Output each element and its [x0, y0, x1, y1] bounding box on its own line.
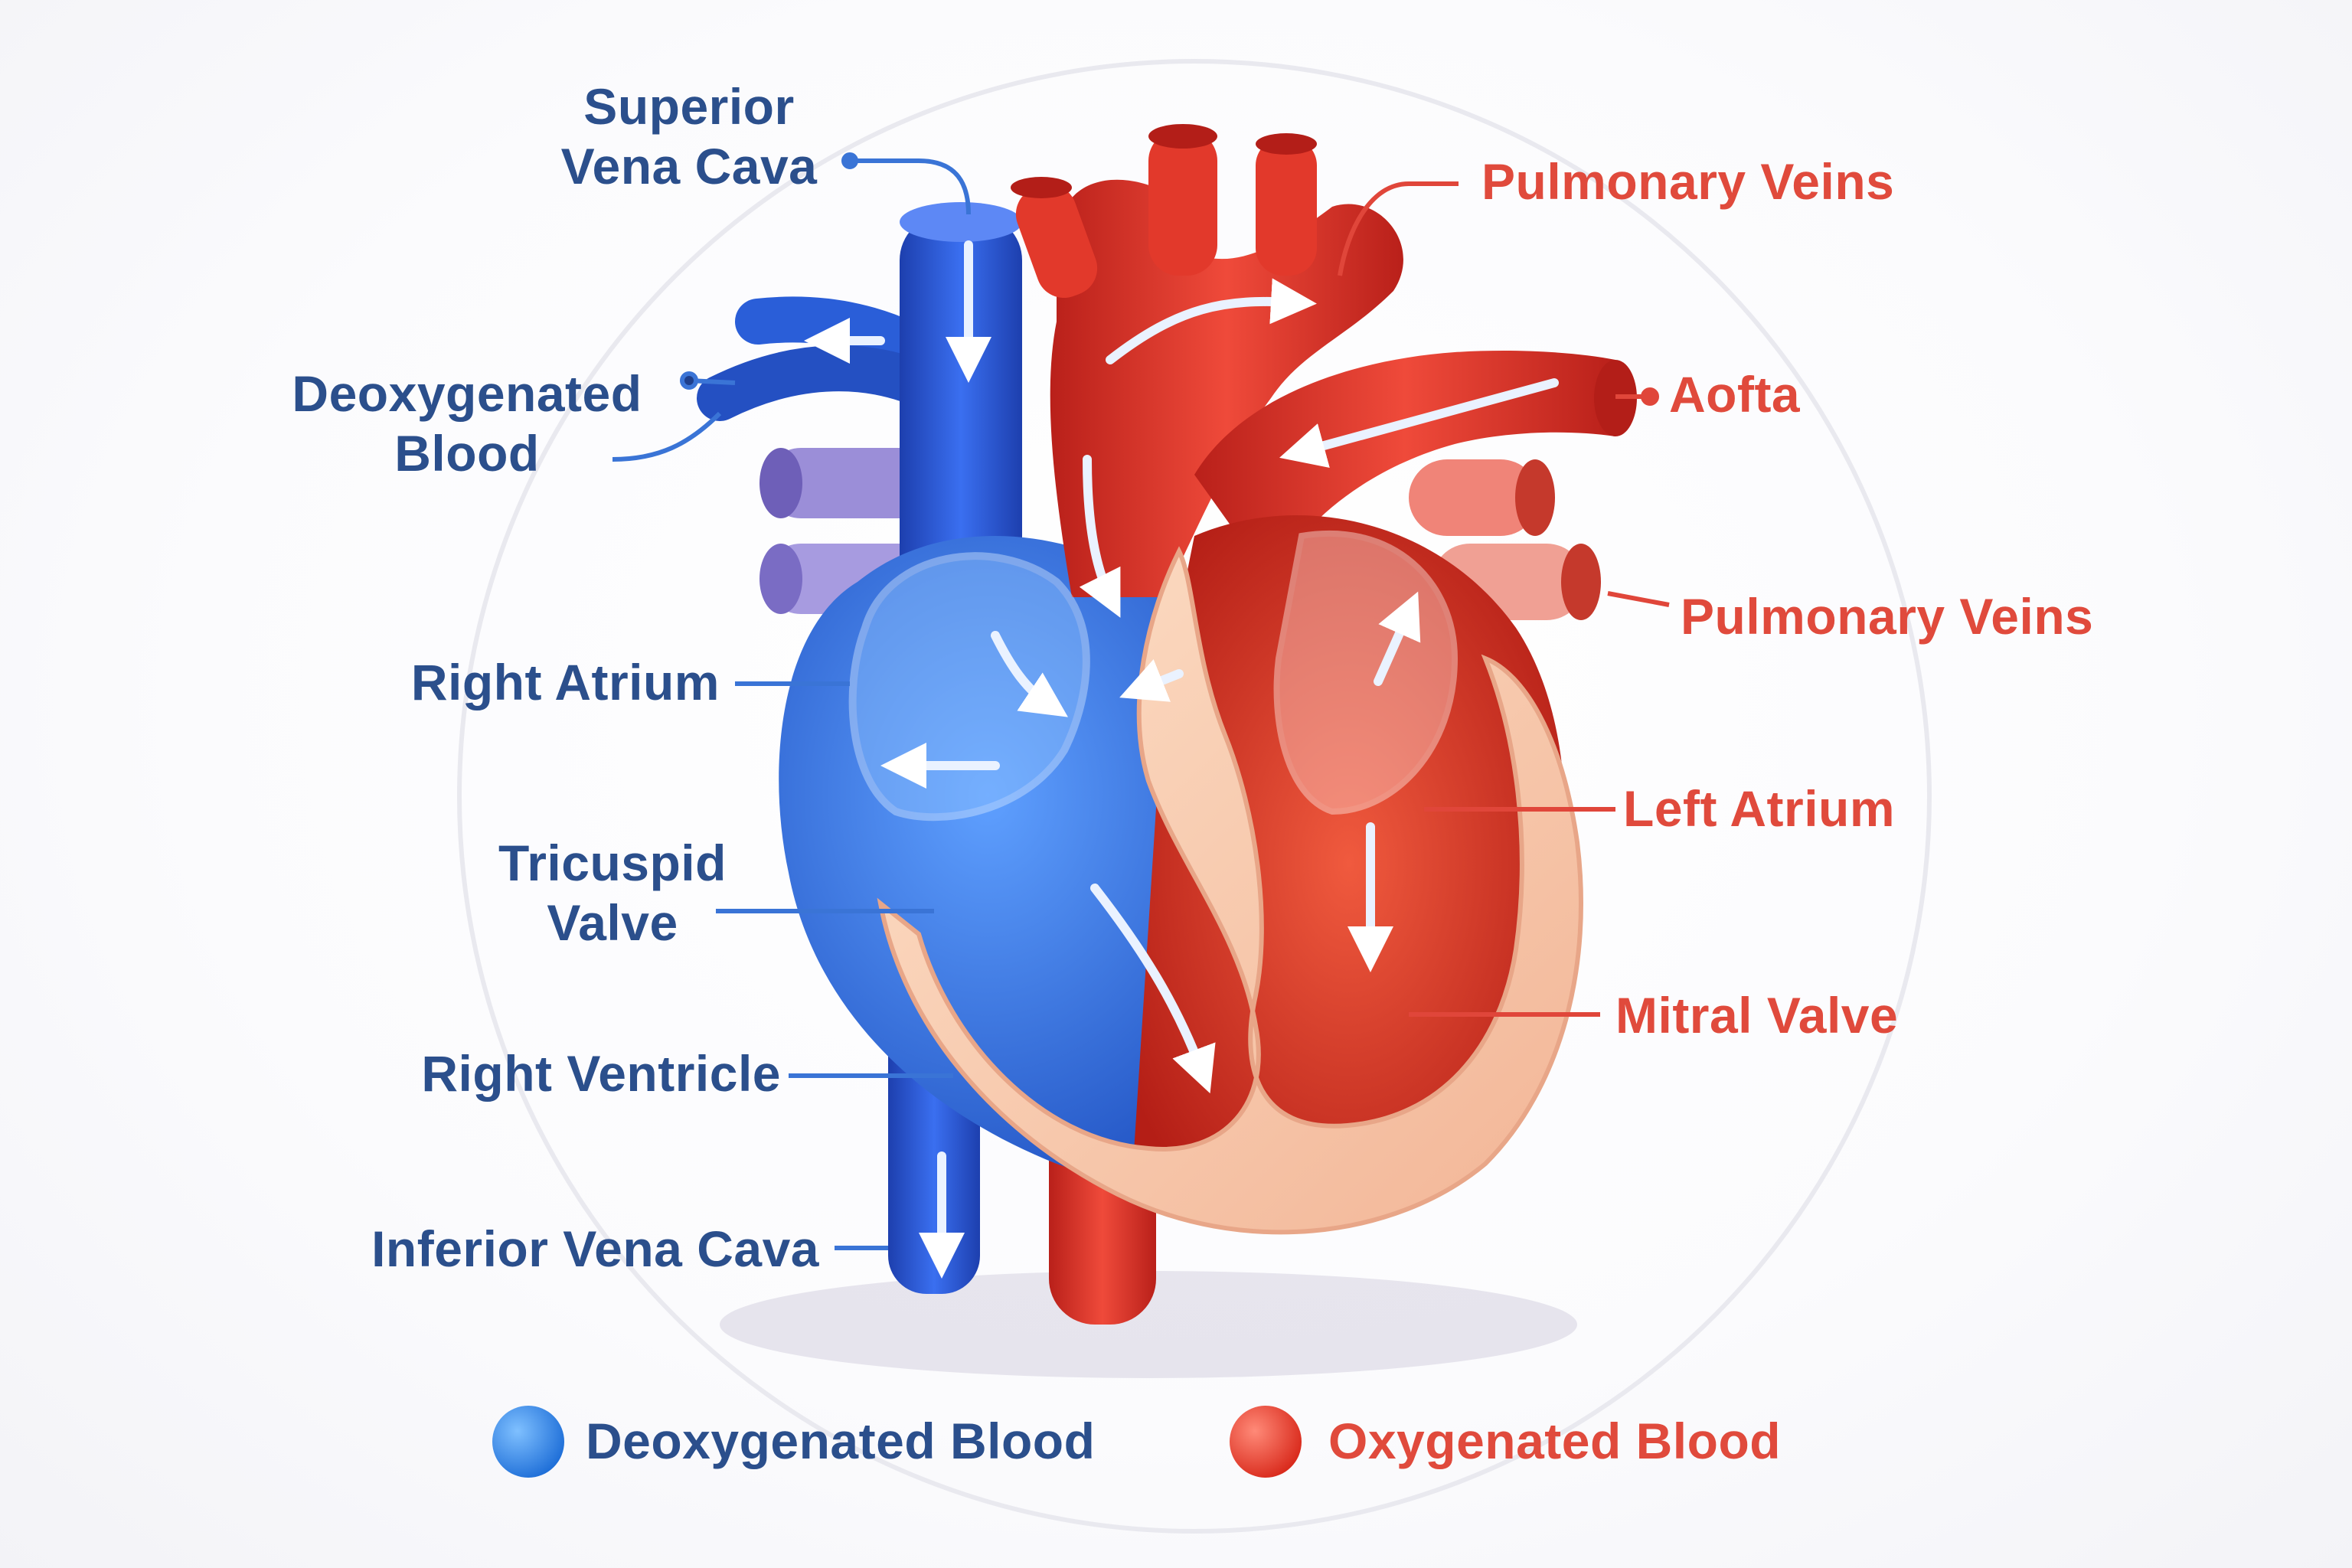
- watermark-circle: [457, 59, 1932, 1534]
- label-tricuspid-valve: Tricuspid Valve: [498, 835, 727, 951]
- label-pulmonary-veins-top: Pulmonary Veins: [1481, 153, 1895, 210]
- label-right-atrium: Right Atrium: [410, 654, 720, 710]
- leader-lines-blue: [612, 152, 971, 1250]
- label-deoxygenated-blood: Deoxygenated Blood: [292, 365, 642, 482]
- legend-deoxygenated-label: Deoxygenated Blood: [586, 1413, 1096, 1469]
- aorta-branch-1: [1148, 130, 1217, 276]
- heart-wall: [877, 546, 1583, 1235]
- aorta-branch-3: [1015, 184, 1098, 299]
- left-heart-body: [1133, 515, 1566, 1211]
- legend-dot-oxygenated: [1230, 1406, 1302, 1478]
- label-pulmonary-veins-right: Pulmonary Veins: [1681, 588, 2094, 645]
- pulmonary-vein-stub-upper: [1409, 459, 1539, 536]
- flow-arrows: [804, 240, 1559, 1279]
- label-mitral-valve: Mitral Valve: [1615, 987, 1899, 1044]
- label-superior-vena-cava: Superior Vena Cava: [560, 78, 818, 194]
- label-aorta: Aofta: [1669, 366, 1801, 423]
- legend-oxygenated-label: Oxygenated Blood: [1328, 1413, 1782, 1469]
- leader-lines-red: [1338, 181, 1670, 1017]
- label-inferior-vena-cava: Inferior Vena Cava: [371, 1220, 819, 1277]
- floor-shadow: [720, 1271, 1577, 1378]
- label-right-ventricle: Right Ventricle: [421, 1045, 781, 1102]
- aorta-branch-2: [1256, 138, 1317, 276]
- legend-dot-deoxygenated: [492, 1406, 564, 1478]
- label-left-atrium: Left Atrium: [1623, 780, 1896, 837]
